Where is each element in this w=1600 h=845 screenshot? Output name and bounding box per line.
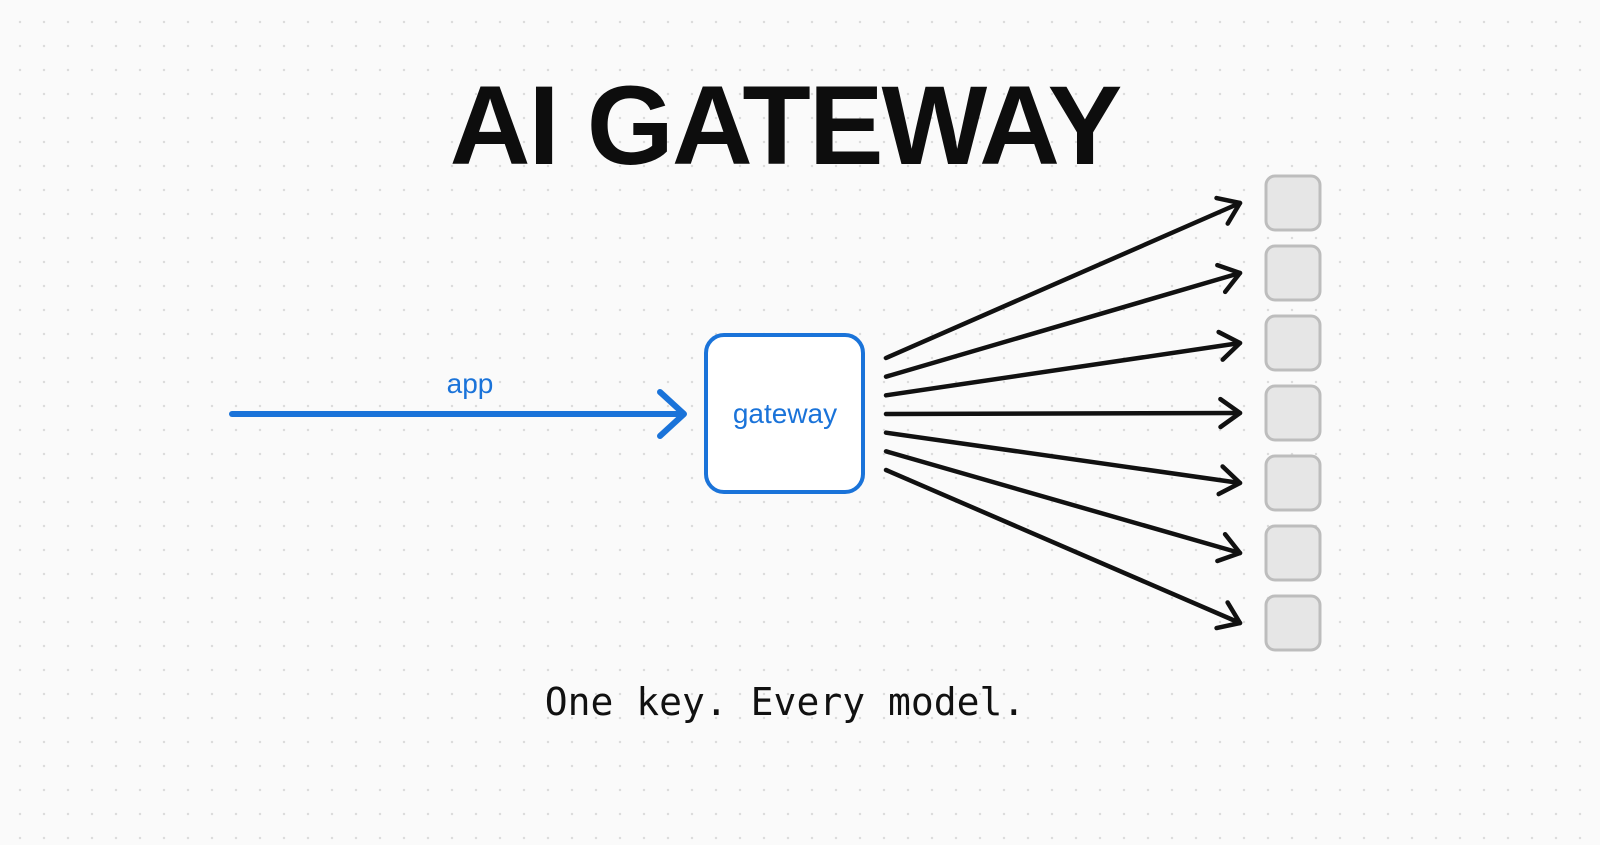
model-targets xyxy=(1264,174,1322,652)
page-title: AI GATEWAY xyxy=(449,63,1123,188)
model-box xyxy=(1264,314,1322,372)
model-arrow xyxy=(883,340,1243,398)
model-box xyxy=(1264,524,1322,582)
arrowhead xyxy=(1216,329,1243,362)
model-box xyxy=(1264,454,1322,512)
model-arrow xyxy=(883,270,1243,379)
arrowhead xyxy=(1218,396,1243,430)
model-box xyxy=(1264,384,1322,442)
app-label: app xyxy=(447,368,494,399)
app-arrow xyxy=(229,389,687,439)
tagline: One key. Every model. xyxy=(544,680,1026,724)
gateway-box xyxy=(704,333,865,494)
model-box xyxy=(1264,174,1322,232)
model-arrow xyxy=(883,200,1243,361)
model-arrow xyxy=(883,449,1243,556)
model-arrow xyxy=(883,467,1243,626)
gateway-label: gateway xyxy=(733,398,837,429)
arrowhead xyxy=(1216,464,1243,497)
model-arrow xyxy=(883,430,1243,486)
arrowhead xyxy=(1215,531,1243,564)
model-box xyxy=(1264,594,1322,652)
arrowhead xyxy=(1214,600,1243,631)
arrowhead xyxy=(1215,262,1243,295)
model-box xyxy=(1264,244,1322,302)
model-arrow xyxy=(883,410,1243,417)
arrowhead xyxy=(1214,195,1243,226)
model-arrows xyxy=(883,195,1243,631)
